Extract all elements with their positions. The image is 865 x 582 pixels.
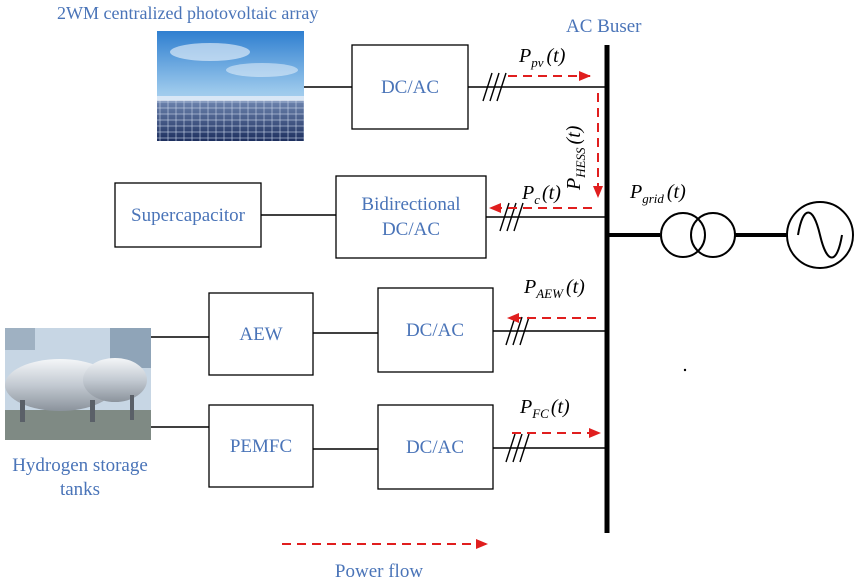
dcac-pv-label: DC/AC: [381, 77, 439, 98]
dcac-aew-label: DC/AC: [406, 320, 464, 341]
stray-dot: [683, 368, 687, 372]
pv-array-photo: [157, 31, 304, 141]
bidirectional-label-line1: Bidirectional: [361, 194, 460, 215]
supercapacitor-box: [114, 182, 262, 248]
dcac-aew-box: [377, 287, 494, 373]
pemfc-box: [208, 404, 314, 488]
label-p-c: Pc(t): [521, 182, 561, 207]
dcac-fc-box: [377, 404, 494, 490]
bidirectional-dcac-box: [335, 175, 487, 259]
three-phase-marks: [482, 72, 530, 463]
hydrogen-label-line1: Hydrogen storage: [12, 455, 148, 476]
grid-connection: [607, 212, 787, 258]
label-p-aew: PAEW(t): [523, 276, 585, 301]
pv-array-title: 2WM centralized photovoltaic array: [57, 3, 318, 23]
connection-lines: [151, 86, 607, 450]
hydrogen-label-line2: tanks: [60, 479, 100, 500]
label-p-pv: Ppv(t): [518, 45, 566, 70]
dcac-fc-label: DC/AC: [406, 437, 464, 458]
power-flow-arrows: [282, 71, 603, 549]
aew-box: [208, 292, 314, 376]
pemfc-label: PEMFC: [230, 436, 292, 457]
dcac-pv-box: [351, 44, 469, 130]
aew-label: AEW: [239, 324, 282, 345]
label-p-grid: Pgrid(t): [629, 181, 686, 206]
legend-power-flow-label: Power flow: [335, 561, 423, 582]
ac-bus-label: AC Buser: [566, 16, 642, 37]
label-p-fc: PFC(t): [519, 396, 570, 421]
label-p-hess: PHESS(t): [563, 125, 588, 191]
ac-source-icon: [786, 201, 854, 269]
bidirectional-label-line2: DC/AC: [382, 219, 440, 240]
supercapacitor-label: Supercapacitor: [131, 205, 246, 226]
hydrogen-tanks-photo: [5, 328, 151, 440]
